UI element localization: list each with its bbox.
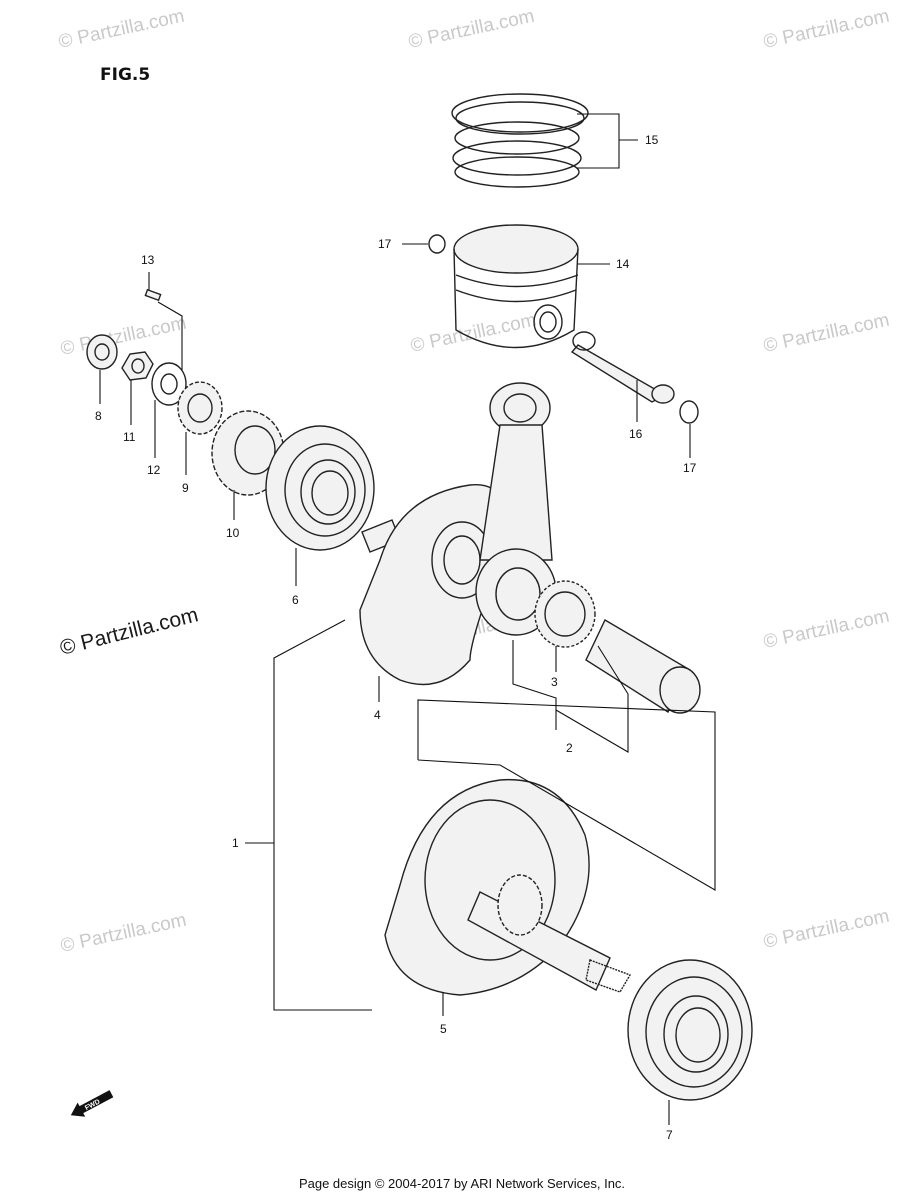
callout-label-9: 9 (182, 481, 189, 495)
circlip-part-17-lower (679, 400, 699, 424)
piston-part-14 (453, 224, 579, 349)
callout-label-10: 10 (226, 526, 240, 540)
key-part-13 (144, 288, 162, 302)
watermark: © Partzilla.com (407, 6, 537, 53)
watermark: © Partzilla.com (409, 310, 539, 357)
callout-label-11: 11 (123, 430, 136, 444)
callout-label-7: 7 (666, 1128, 673, 1142)
callout-label-5: 5 (440, 1022, 447, 1036)
needle-bearing-part-3 (534, 580, 596, 648)
bearing-part-6 (265, 425, 375, 551)
callout-label-16: 16 (629, 427, 643, 441)
washer-part-12 (151, 362, 187, 406)
watermark: © Partzilla.com (59, 313, 189, 360)
page-footer: Page design © 2004-2017 by ARI Network S… (298, 1176, 626, 1191)
callout-label-17-lower: 17 (683, 461, 697, 475)
watermark: © Partzilla.com (762, 310, 892, 357)
watermark: © Partzilla.com (762, 6, 892, 53)
callout-label-2: 2 (566, 741, 573, 755)
gear-small-part-9 (177, 381, 223, 435)
oil-seal-part-8 (86, 334, 118, 370)
figure-title: FIG.5 (100, 65, 150, 85)
watermark-prominent: © Partzilla.com (58, 603, 201, 660)
nut-part-11 (121, 351, 154, 381)
callout-label-15: 15 (645, 133, 659, 147)
callout-label-14: 14 (616, 257, 630, 271)
fwd-arrow-icon: FWD (70, 1090, 114, 1117)
leader-lines (99, 113, 716, 1125)
callout-label-3: 3 (551, 675, 558, 689)
bearing-part-7 (627, 959, 753, 1101)
crank-pin-part-2 (585, 619, 701, 714)
watermark: © Partzilla.com (59, 910, 189, 957)
callout-label-6: 6 (292, 593, 299, 607)
piston-pin-part-16 (570, 331, 675, 404)
callout-label-8: 8 (95, 409, 102, 423)
callout-label-12: 12 (147, 463, 161, 477)
connecting-rod (475, 382, 557, 636)
watermark: © Partzilla.com (57, 6, 187, 53)
piston-rings-part-15 (451, 93, 589, 188)
fwd-label: FWD (84, 1099, 101, 1113)
callout-label-1: 1 (232, 836, 239, 850)
watermark: © Partzilla.com (762, 906, 892, 953)
callout-label-13: 13 (141, 253, 155, 267)
crankshaft-half-part-5 (384, 778, 632, 996)
callout-label-4: 4 (374, 708, 381, 722)
circlip-part-17-upper (428, 234, 446, 254)
watermark: © Partzilla.com (762, 606, 892, 653)
callout-label-17-upper: 17 (378, 237, 392, 251)
